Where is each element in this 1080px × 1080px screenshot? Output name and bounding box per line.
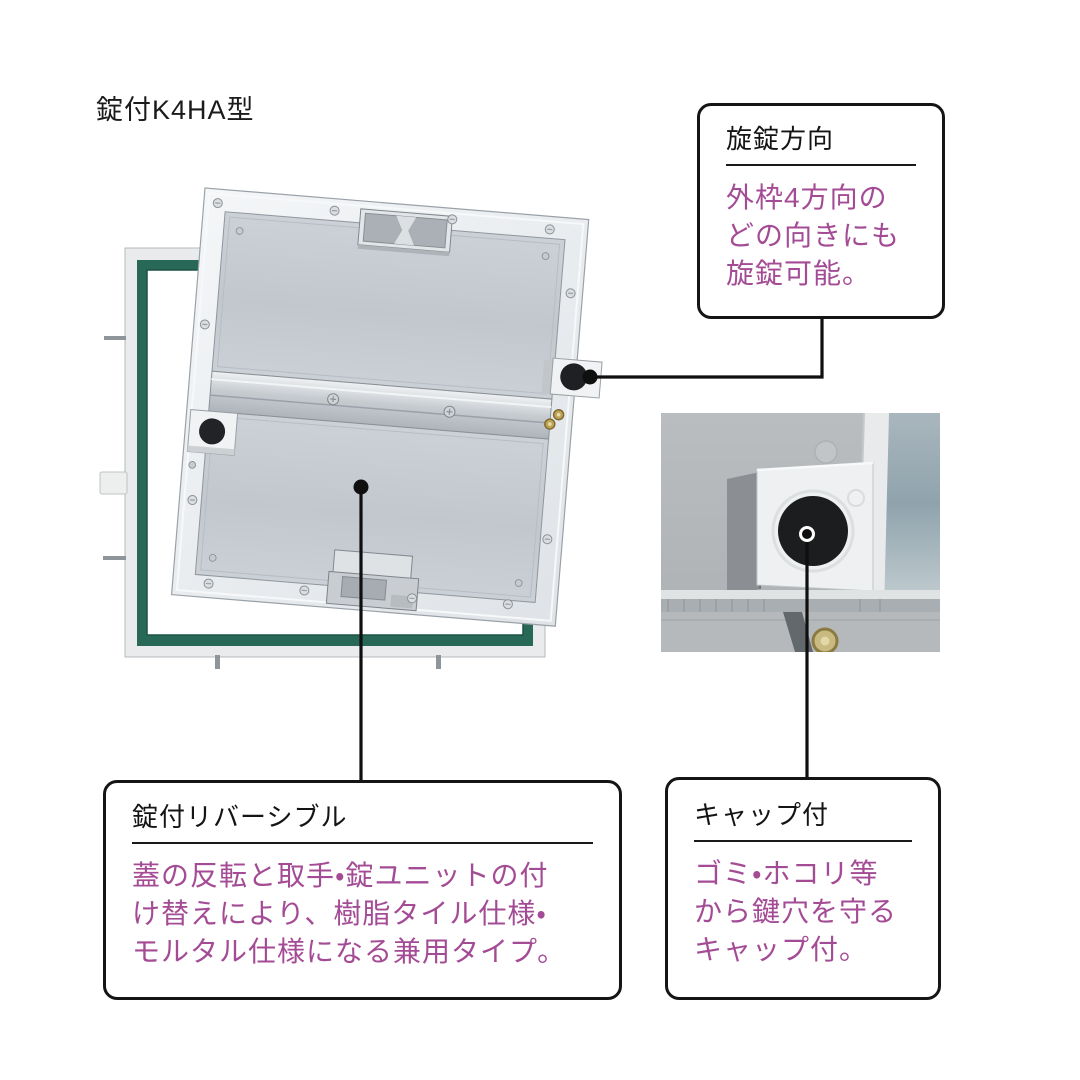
callout-text-line: から鍵穴を守る [694,896,898,927]
callout-title: 旋錠方向 [726,124,835,154]
callout-text-line: ゴミ・ホコリ等 [694,858,879,889]
callout-title: 錠付リバーシブル [132,802,348,832]
callout-with-cap: キャップ付 ゴミ・ホコリ等 から鍵穴を守る キャップ付。 [665,777,941,1000]
callout-rotation-direction: 旋錠方向 外枠4方向の どの向きにも 旋錠可能。 [697,103,945,319]
page-title: 錠付K4HA型 [96,95,255,125]
gold-screw [552,408,565,421]
frame-anchor-tab [103,556,126,560]
divider [726,164,916,166]
callout-body: 外枠4方向の どの向きにも 旋錠可能。 [726,179,916,293]
callout-body: ゴミ・ホコリ等 から鍵穴を守る キャップ付。 [694,855,912,969]
callout-dot-rotation [582,369,598,385]
callout-leader-lines [359,318,824,783]
callout-text-line: 蓋の反転と取手・錠ユニットの付 [132,860,549,891]
lock-unit-left [186,409,239,470]
hatch-lid-underside [170,187,603,627]
keyhole-cap [560,363,588,391]
lid-center-rail [208,370,553,440]
callout-text-line: け替えにより、樹脂タイル仕様・ [132,898,547,929]
callout-text-line: モルタル仕様になる兼用タイプ。 [132,936,567,967]
frame-anchor-pin [215,655,220,669]
frame-anchor-clip [99,471,128,495]
callout-title: キャップ付 [694,800,830,830]
divider [694,840,912,842]
callout-text-line: どの向きにも [726,220,901,251]
lid-bottom-latch [325,549,420,612]
callout-text-line: 外枠4方向の [726,182,888,213]
callout-dot-cap [799,526,815,542]
gold-screw [543,417,556,431]
callout-text-line: 旋錠可能。 [726,258,872,289]
frame-anchor-tab [104,336,126,340]
callout-dot-reversible [353,479,369,495]
detail-photo-keyhole-cap [661,413,940,652]
callout-reversible-lock: 錠付リバーシブル 蓋の反転と取手・錠ユニットの付 け替えにより、樹脂タイル仕様・… [103,780,622,1000]
lid-top-latch [357,208,454,257]
leader-line-rotation [590,318,824,379]
callout-body: 蓋の反転と取手・錠ユニットの付 け替えにより、樹脂タイル仕様・ モルタル仕様にな… [132,857,593,971]
callout-text-line: キャップ付。 [694,934,869,965]
frame-anchor-pin [436,655,441,669]
keyhole-cap [199,418,226,445]
divider [132,842,593,844]
lock-unit-right [541,357,603,399]
